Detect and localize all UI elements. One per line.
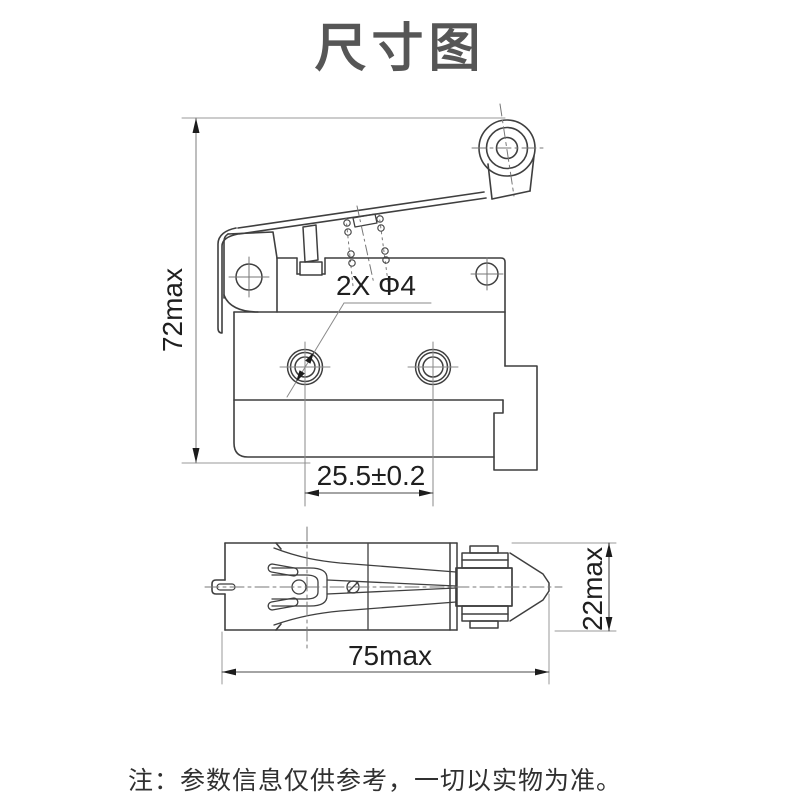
plunger — [296, 224, 326, 276]
hole-callout-leader — [286, 302, 432, 398]
switch-body — [223, 231, 538, 471]
dim-width-label: 22max — [577, 546, 608, 632]
top-view-drawing — [204, 526, 617, 685]
dim-height-label: 72max — [157, 267, 188, 353]
page-title: 尺寸图 — [314, 20, 486, 78]
dim-length-label: 75max — [347, 640, 433, 671]
dim-hole-spacing: 25.5±0.2 — [316, 460, 426, 491]
front-view-drawing — [181, 103, 546, 507]
dim-hole-callout: 2X Φ4 — [336, 270, 416, 301]
note-text: 注：参数信息仅供参考，一切以实物为准。 — [128, 767, 623, 795]
